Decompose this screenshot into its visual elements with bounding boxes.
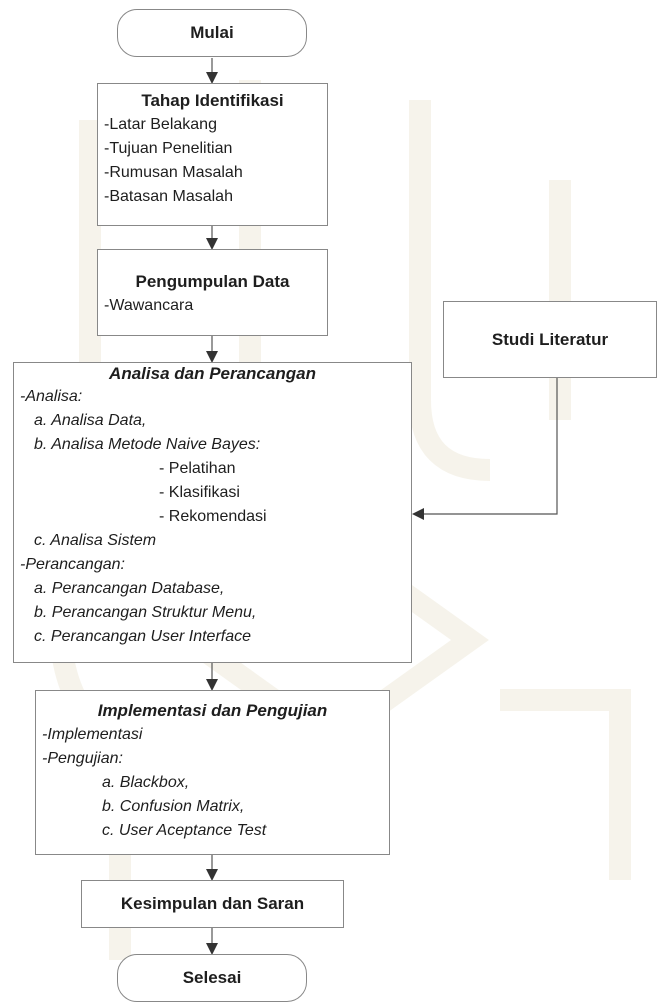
identifikasi-item: -Rumusan Masalah — [104, 164, 243, 181]
kesimpulan-box: Kesimpulan dan Saran — [81, 880, 344, 928]
kesimpulan-label: Kesimpulan dan Saran — [120, 894, 305, 913]
pengumpulan-box: Pengumpulan Data -Wawancara — [97, 249, 328, 336]
identifikasi-title: Tahap Identifikasi — [141, 91, 284, 110]
end-terminal: Selesai — [117, 954, 307, 1002]
perancangan-item: c. Perancangan User Interface — [34, 628, 252, 645]
naive-bayes-item: - Pelatihan — [159, 460, 236, 477]
perancangan-item: b. Perancangan Struktur Menu, — [34, 604, 257, 621]
analisa-box: Analisa dan Perancangan -Analisa: a. Ana… — [13, 362, 412, 663]
analisa-sistem-item: c. Analisa Sistem — [34, 532, 157, 549]
arrow-studi-analisa — [412, 378, 558, 520]
pengujian-item: a. Blackbox, — [102, 774, 190, 791]
studi-literatur-label: Studi Literatur — [491, 329, 609, 349]
implementasi-title: Implementasi dan Pengujian — [97, 701, 328, 720]
pengujian-item: c. User Aceptance Test — [102, 822, 267, 839]
analisa-item: b. Analisa Metode Naive Bayes: — [34, 436, 261, 453]
end-label: Selesai — [182, 968, 242, 987]
naive-bayes-item: - Rekomendasi — [159, 508, 267, 525]
analisa-title: Analisa dan Perancangan — [109, 364, 316, 383]
analisa-label: -Analisa: — [20, 388, 83, 405]
pengumpulan-item: -Wawancara — [104, 297, 194, 314]
identifikasi-item: -Latar Belakang — [104, 116, 217, 133]
implementasi-label: -Implementasi — [42, 726, 143, 743]
perancangan-item: a. Perancangan Database, — [34, 580, 225, 597]
naive-bayes-item: - Klasifikasi — [159, 484, 240, 501]
studi-literatur-box: Studi Literatur — [443, 301, 657, 378]
pengujian-item: b. Confusion Matrix, — [102, 798, 245, 815]
perancangan-label: -Perancangan: — [20, 556, 125, 573]
identifikasi-item: -Batasan Masalah — [104, 188, 233, 205]
identifikasi-box: Tahap Identifikasi -Latar Belakang -Tuju… — [97, 83, 328, 226]
pengujian-label: -Pengujian: — [42, 750, 123, 767]
start-label: Mulai — [190, 23, 234, 42]
start-terminal: Mulai — [117, 9, 307, 57]
pengumpulan-title: Pengumpulan Data — [135, 272, 290, 291]
analisa-item: a. Analisa Data, — [34, 412, 147, 429]
implementasi-box: Implementasi dan Pengujian -Implementasi… — [35, 690, 390, 855]
identifikasi-item: -Tujuan Penelitian — [104, 140, 233, 157]
